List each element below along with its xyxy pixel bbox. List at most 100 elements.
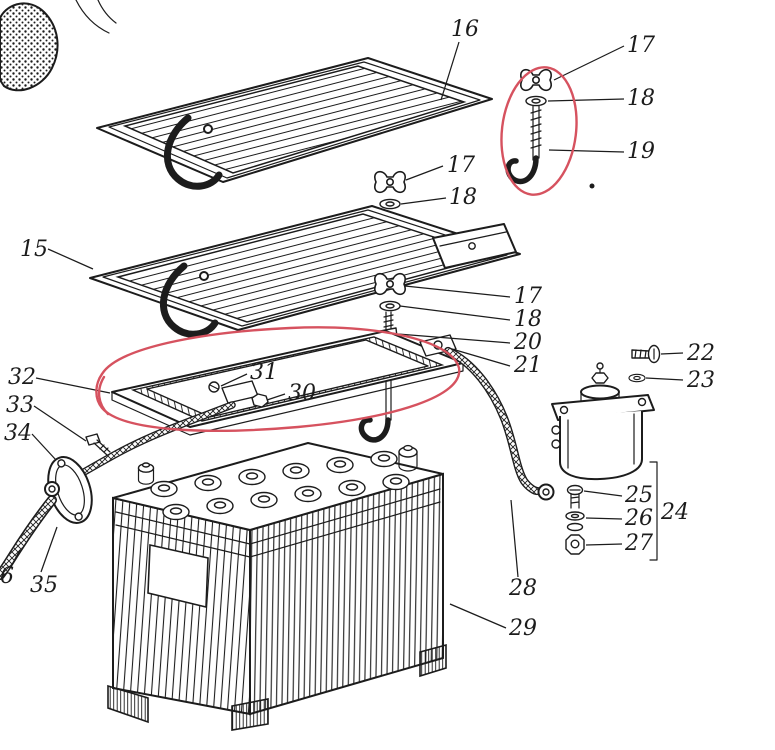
part-label-30: 30 bbox=[288, 381, 316, 406]
part-label-20: 20 bbox=[513, 330, 542, 355]
part-label-22: 22 bbox=[686, 341, 715, 366]
terminal-plate-assembly bbox=[0, 433, 111, 580]
cover16-hole bbox=[203, 124, 213, 134]
plate35-hole-top bbox=[57, 459, 66, 468]
part-label-36: 6 bbox=[0, 564, 14, 589]
leader-18a bbox=[547, 98, 625, 102]
leader-34 bbox=[31, 433, 57, 461]
part-label-18c: 18 bbox=[514, 307, 542, 332]
relay-stud-nut bbox=[591, 372, 609, 384]
relay-body-shading bbox=[567, 413, 635, 469]
leader-32 bbox=[35, 377, 111, 394]
cell-cap-vent bbox=[213, 501, 227, 509]
cable-36 bbox=[0, 495, 57, 580]
leader-16 bbox=[440, 41, 460, 101]
part-label-17a: 17 bbox=[627, 33, 655, 58]
part-label-16: 16 bbox=[451, 17, 479, 42]
relay-flange-hole-left bbox=[559, 405, 569, 415]
leader-29 bbox=[449, 603, 507, 629]
bolt33-threads bbox=[99, 444, 109, 453]
relay-body bbox=[559, 411, 643, 481]
leader-27 bbox=[585, 543, 623, 546]
leader-26 bbox=[585, 517, 623, 520]
part-labels: 16 17 18 19 17 18 15 17 18 20 21 22 23 3… bbox=[0, 17, 715, 641]
group-bracket-24 bbox=[649, 461, 658, 561]
cell-cap-vent bbox=[245, 472, 259, 480]
leader-33 bbox=[33, 405, 87, 442]
washer-18a bbox=[525, 95, 547, 107]
leader-15 bbox=[47, 248, 94, 270]
relay-assembly bbox=[551, 362, 655, 481]
part-label-17b: 17 bbox=[447, 153, 475, 178]
strap-curve-1 bbox=[75, 0, 110, 34]
holddown-hook bbox=[358, 417, 391, 443]
cover15-bracket-hole bbox=[468, 242, 476, 250]
frame-left-clamp bbox=[208, 380, 269, 408]
part-label-15: 15 bbox=[20, 237, 48, 262]
washer-18b bbox=[379, 198, 401, 210]
part-label-31: 31 bbox=[250, 360, 278, 385]
part-label-33: 33 bbox=[6, 393, 34, 418]
reference-dot bbox=[589, 183, 595, 189]
leader-31 bbox=[220, 373, 248, 387]
part-label-23: 23 bbox=[686, 368, 715, 393]
leader-35 bbox=[40, 526, 58, 573]
cable-28 bbox=[443, 346, 555, 501]
part-label-21: 21 bbox=[513, 353, 542, 378]
relay-flange-hole-right bbox=[637, 397, 647, 407]
plate35-hole-bottom bbox=[74, 512, 83, 521]
part-label-34: 34 bbox=[4, 421, 32, 446]
cover-top-16 bbox=[96, 57, 493, 190]
strap-curve-2 bbox=[97, 0, 117, 24]
cover15-handle bbox=[160, 262, 219, 338]
cell-cap-vent bbox=[257, 495, 271, 503]
red-loop-overlap bbox=[97, 375, 110, 416]
battery-top-face bbox=[112, 442, 444, 531]
battery bbox=[107, 442, 447, 731]
leader-19 bbox=[548, 149, 625, 153]
leader-23 bbox=[645, 377, 684, 381]
part-label-32: 32 bbox=[8, 365, 36, 390]
cover-lower-15 bbox=[89, 205, 521, 338]
battery-ledge-1 bbox=[115, 488, 441, 545]
part-label-25: 25 bbox=[624, 483, 653, 508]
leader-17a bbox=[553, 45, 625, 81]
part-label-27: 27 bbox=[624, 531, 653, 556]
terminal-right-sides bbox=[398, 451, 418, 472]
relay-terminal-screw-2 bbox=[551, 439, 561, 449]
battery-foot-right bbox=[419, 643, 447, 678]
frame-depth-edge bbox=[111, 362, 464, 436]
relay-terminal-screw-1 bbox=[551, 425, 561, 435]
holddown-rod-threads bbox=[383, 314, 394, 328]
wingnut-17b bbox=[374, 170, 406, 194]
cell-cap-vent bbox=[157, 484, 171, 492]
cell-cap-vent bbox=[289, 466, 303, 474]
part-label-26: 26 bbox=[624, 506, 653, 531]
bolt-33 bbox=[85, 433, 111, 456]
cable28-braid bbox=[445, 348, 540, 494]
springwasher26 bbox=[566, 522, 584, 532]
leader-22 bbox=[660, 352, 684, 355]
holddown-frame bbox=[111, 330, 464, 436]
frame-opening bbox=[146, 339, 429, 418]
cover15-bracket-line bbox=[439, 231, 507, 247]
red-pen-annotations bbox=[95, 66, 578, 432]
part-label-17c: 17 bbox=[514, 284, 542, 309]
cell-cap-vent bbox=[301, 489, 315, 497]
leader-lines bbox=[9, 41, 684, 629]
part-label-18b: 18 bbox=[449, 185, 477, 210]
red-circle-hook bbox=[500, 66, 578, 196]
hook-curve-19 bbox=[505, 155, 539, 185]
nut27-hole bbox=[570, 539, 580, 549]
relay-flange bbox=[551, 394, 655, 421]
strap-blob bbox=[0, 2, 59, 92]
battery-ledge-2 bbox=[115, 501, 441, 558]
cover16-handle bbox=[164, 114, 223, 190]
battery-end-face bbox=[112, 496, 251, 716]
leader-18c bbox=[399, 305, 511, 321]
cover16-mid bbox=[108, 61, 481, 179]
leader-18b bbox=[400, 197, 447, 205]
bolt33-head bbox=[85, 433, 101, 446]
